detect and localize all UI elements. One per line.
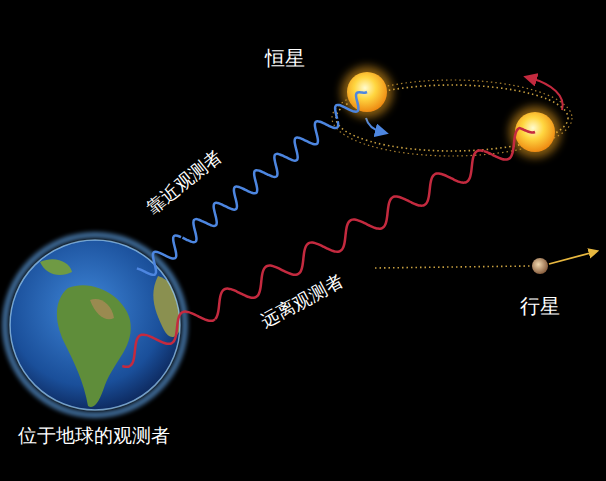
planet-motion-arrow xyxy=(549,252,594,264)
wave-tail xyxy=(122,312,215,367)
planet-node: 行星 xyxy=(516,254,572,322)
planet-symbol xyxy=(532,258,548,274)
wave-label: 远离观测者 xyxy=(255,268,350,333)
node-label: 行星 xyxy=(516,294,560,322)
wave-tail xyxy=(335,92,367,119)
orbit-arrow xyxy=(366,118,382,132)
earth-glow xyxy=(5,235,185,415)
continent xyxy=(57,285,131,407)
light-wave-redshift xyxy=(215,150,483,319)
continent xyxy=(90,299,114,319)
wave-tail xyxy=(484,128,535,160)
wave-tails xyxy=(122,92,535,367)
light-wave-blueshift xyxy=(182,121,338,242)
orbit-arrow xyxy=(530,78,563,110)
earth-observer: 位于地球的观测者 xyxy=(10,240,210,455)
planet-trail xyxy=(375,266,530,268)
wave-label: 靠近观测者 xyxy=(140,143,228,220)
node-heading: 恒星 xyxy=(265,46,305,70)
node-label: 位于地球的观测者 xyxy=(10,424,170,455)
star-system: 恒星 xyxy=(335,70,572,158)
continent xyxy=(40,259,72,275)
earth-continents xyxy=(40,259,182,407)
wave-tail xyxy=(137,235,181,274)
